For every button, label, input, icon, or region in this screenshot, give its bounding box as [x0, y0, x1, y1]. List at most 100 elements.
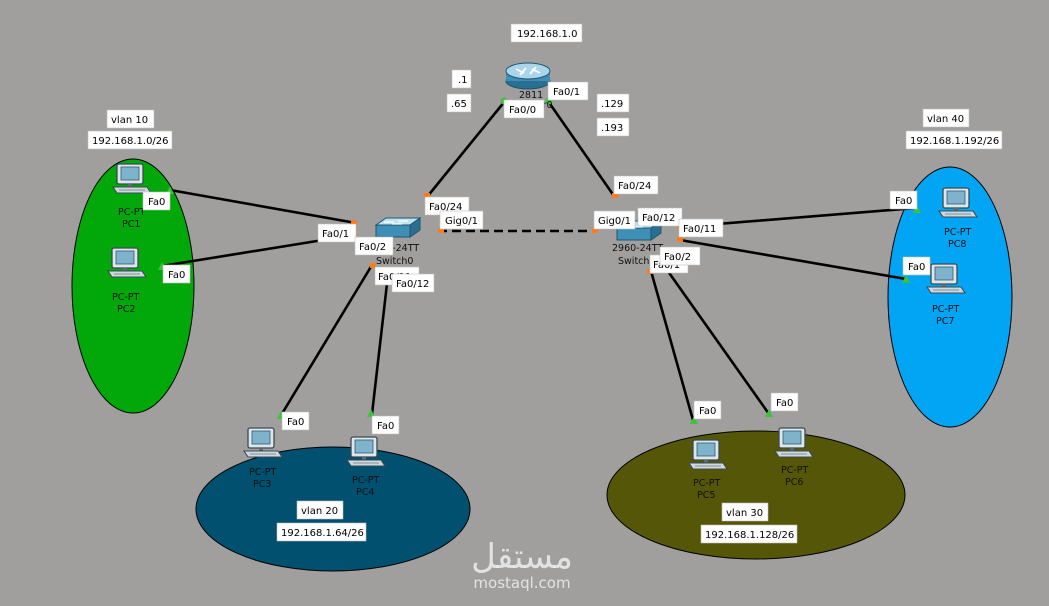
- svg-text:192.168.1.64/26: 192.168.1.64/26: [281, 528, 364, 539]
- vlan10-name: vlan 10: [106, 109, 155, 129]
- pc6-port: Fa0: [770, 392, 799, 412]
- svg-text:Fa0/1: Fa0/1: [553, 87, 580, 98]
- switch0[interactable]: [375, 217, 421, 238]
- link-switch1-pc6: [658, 259, 771, 415]
- svg-text:Fa0: Fa0: [148, 197, 165, 208]
- router-port-fa0-0: Fa0/0: [503, 99, 545, 119]
- pc5-name: PC5: [697, 490, 715, 501]
- router-arrows-icon: [515, 66, 541, 76]
- svg-text:Gig0/1: Gig0/1: [598, 216, 631, 227]
- svg-text:Fa0/12: Fa0/12: [396, 279, 429, 290]
- svg-text:Fa0: Fa0: [377, 421, 394, 432]
- vlan10-area: [71, 158, 195, 414]
- svg-text:Fa0: Fa0: [908, 262, 925, 273]
- vlan40-name: vlan 40: [922, 108, 970, 128]
- switch0-name: Switch0: [376, 256, 413, 267]
- svg-text:192.168.1.0: 192.168.1.0: [517, 29, 577, 40]
- svg-text:vlan 10: vlan 10: [111, 115, 148, 126]
- svg-text:Gig0/1: Gig0/1: [445, 216, 478, 227]
- pc3-name: PC3: [253, 479, 271, 490]
- switch1-model: 2960-24TT: [612, 243, 663, 254]
- pc3-computer-icon: [243, 427, 283, 458]
- vlan30-name: vlan 30: [721, 502, 769, 522]
- sw1-port-fa0-11: Fa0/11: [678, 218, 724, 238]
- svg-text:Fa0/2: Fa0/2: [359, 242, 386, 253]
- link-switch1-pc5: [649, 270, 695, 421]
- svg-text:vlan 40: vlan 40: [927, 114, 964, 125]
- pc5-port: Fa0: [693, 400, 722, 420]
- pc1-type: PC-PT: [118, 207, 146, 218]
- link-router-switch0: [425, 100, 507, 198]
- sw1-port-gig0-1: Gig0/1: [593, 210, 636, 230]
- svg-text:Fa0/1: Fa0/1: [322, 229, 349, 240]
- pc3-port: Fa0: [281, 411, 310, 431]
- svg-text:.129: .129: [601, 99, 623, 110]
- svg-text:192.168.1.128/26: 192.168.1.128/26: [705, 530, 794, 541]
- pc4-name: PC4: [356, 487, 374, 498]
- pc3-type: PC-PT: [249, 467, 277, 478]
- link-switch0-pc4: [370, 274, 390, 415]
- watermark-arabic: مستقل: [471, 537, 573, 577]
- link-switch1-pc7: [679, 238, 907, 281]
- link-router-switch1: [546, 100, 616, 197]
- switch0-model: 2960-24TT: [368, 243, 419, 254]
- svg-text:Fa0/24: Fa0/24: [429, 202, 462, 213]
- svg-text:.193: .193: [601, 123, 623, 134]
- svg-text:Fa0/24: Fa0/24: [618, 181, 651, 192]
- svg-text:192.168.1.192/26: 192.168.1.192/26: [910, 136, 999, 147]
- router-addr-1: .1: [451, 69, 472, 89]
- vlan40-area: [887, 166, 1013, 428]
- pc2-port: Fa0: [162, 264, 191, 284]
- vlan30-area: [606, 430, 906, 560]
- sw1-port-fa0-12: Fa0/12: [637, 207, 683, 227]
- svg-text:vlan 20: vlan 20: [301, 506, 338, 517]
- pc2-name: PC2: [117, 304, 135, 315]
- router-model: 2811: [519, 90, 543, 101]
- pc1-port: Fa0: [142, 191, 171, 211]
- sw0-port-fa0-12: Fa0/12: [391, 273, 435, 293]
- vlan20-name: vlan 20: [296, 500, 344, 520]
- svg-text:.65: .65: [451, 99, 467, 110]
- pc7-type: PC-PT: [932, 304, 960, 315]
- pc7-name: PC7: [936, 316, 954, 327]
- pc1-name: PC1: [122, 219, 140, 230]
- sw0-port-fa0-1: Fa0/1: [317, 223, 357, 243]
- pc8-type: PC-PT: [944, 227, 972, 238]
- sw1-port-fa0-2: Fa0/2: [659, 246, 701, 266]
- link-switch0-pc1: [169, 188, 357, 225]
- sw0-port-fa0-2: Fa0/2: [354, 236, 394, 256]
- watermark-logo: مستقل mostaql.com: [471, 537, 573, 592]
- pc8-port: Fa0: [889, 190, 918, 210]
- switch1-name: Switch1: [618, 256, 655, 267]
- svg-text:Fa0: Fa0: [776, 398, 793, 409]
- svg-text:vlan 30: vlan 30: [726, 508, 763, 519]
- network-title: 192.168.1.0: [510, 23, 583, 43]
- router-addr-129: .129: [596, 93, 630, 113]
- pc6-name: PC6: [785, 477, 803, 488]
- router[interactable]: [505, 62, 551, 90]
- pc4-port: Fa0: [371, 415, 400, 435]
- router-port-fa0-1: Fa0/1: [547, 81, 589, 101]
- pc5-type: PC-PT: [693, 478, 721, 489]
- svg-text:Fa0: Fa0: [287, 417, 304, 428]
- svg-text:Fa0/11: Fa0/11: [683, 224, 716, 235]
- svg-text:Fa0/0: Fa0/0: [509, 105, 536, 116]
- vlan30-subnet: 192.168.1.128/26: [700, 524, 798, 544]
- router-addr-193: .193: [596, 117, 630, 137]
- pc6-type: PC-PT: [781, 465, 809, 476]
- svg-text:192.168.1.0/26: 192.168.1.0/26: [92, 136, 169, 147]
- pc3[interactable]: [243, 427, 283, 458]
- watermark-latin: mostaql.com: [473, 574, 570, 592]
- pc2-type: PC-PT: [112, 292, 140, 303]
- svg-text:Fa0/1: Fa0/1: [653, 260, 680, 271]
- links: [161, 100, 917, 421]
- sw1-port-fa0-24: Fa0/24: [613, 175, 659, 195]
- pc8-name: PC8: [948, 239, 966, 250]
- pc4-type: PC-PT: [352, 475, 380, 486]
- pc7-port: Fa0: [902, 256, 931, 276]
- vlan10-subnet: 192.168.1.0/26: [87, 130, 173, 150]
- link-switch0-pc3: [278, 264, 374, 418]
- vlan20-subnet: 192.168.1.64/26: [276, 522, 367, 542]
